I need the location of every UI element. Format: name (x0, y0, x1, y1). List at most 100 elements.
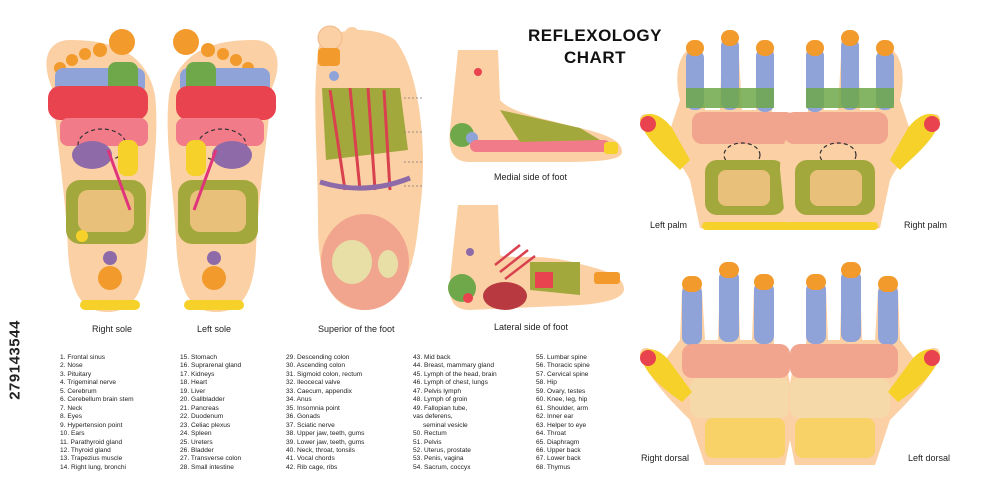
legend-item: 24. Spleen (180, 430, 212, 438)
left-sole-toe-4 (230, 54, 242, 66)
legend-item: 54. Sacrum, coccyx (413, 463, 471, 471)
legend-item: 28. Small intestine (180, 463, 234, 471)
legend-item: 23. Celiac plexus (180, 421, 231, 429)
right-sole-gonads (98, 266, 122, 290)
chart-title-line-2: CHART (564, 48, 626, 67)
right-dorsal-upper-back-band (682, 344, 790, 378)
legend-item: 36. Gonads (286, 413, 321, 421)
legend-item: 59. Ovary, testes (536, 387, 586, 395)
right-dorsal-fingertip-3 (754, 274, 774, 290)
caption-left-palm: Left palm (650, 220, 688, 230)
superior-foot-groin-band (319, 175, 411, 191)
legend-item: 29. Descending colon (286, 354, 350, 361)
legend-item: 13. Trapezius muscle (60, 455, 123, 463)
superior-foot-heel-inner-1 (332, 240, 372, 284)
superior-foot-toe-2 (344, 27, 360, 45)
right-dorsal-fingertip-2 (719, 262, 739, 278)
left-sole-insomnia-point (207, 251, 221, 265)
left-dorsal-thumb-tip (924, 350, 940, 366)
caption-left-dorsal: Left dorsal (908, 453, 951, 463)
superior-foot-lymph-line-2 (348, 87, 362, 191)
legend-item: 40. Neck, throat, tonsils (286, 446, 355, 454)
legend-column-2: 15. Stomach 16. Suprarenal gland 17. Kid… (180, 354, 241, 472)
legend-item: 61. Shoulder, arm (536, 404, 589, 412)
legend-item: 34. Anus (286, 396, 312, 404)
legend-item: 21. Pancreas (180, 404, 219, 412)
left-sole-toe-1 (173, 29, 199, 55)
superior-foot-toe-4 (376, 39, 388, 53)
right-dorsal-thumb-tip (640, 350, 656, 366)
legend-item: 67. Lower back (536, 455, 581, 463)
left-sole-gonads (202, 266, 226, 290)
right-sole-toe-1 (109, 29, 135, 55)
legend-item: 30. Ascending colon (286, 362, 346, 370)
superior-foot-jaw-zone (318, 48, 340, 66)
right-palm-fingertip-2 (841, 30, 859, 46)
legend-item: 18. Heart (180, 379, 208, 387)
left-dorsal-finger-2 (841, 270, 861, 342)
lateral-foot-toe-tip (594, 272, 620, 284)
lateral-foot-diagram (448, 205, 625, 310)
legend-item: 11. Parathyroid gland (60, 438, 123, 446)
right-dorsal-fingertip-1 (682, 276, 702, 292)
right-palm-fingertip-1 (876, 40, 894, 56)
superior-foot-vocal-chords (329, 71, 339, 81)
caption-right-sole: Right sole (92, 324, 133, 334)
legend-item: 46. Lymph of chest, lungs (413, 379, 488, 387)
right-sole-insomnia-point (103, 251, 117, 265)
right-palm-diagram (780, 30, 940, 230)
right-sole-toe-3 (79, 48, 91, 60)
legend-item: 3. Pituitary (60, 370, 92, 378)
legend-item: seminal vesicle (423, 421, 468, 429)
legend-item: 15. Stomach (180, 354, 218, 361)
left-palm-finger-green-band (686, 88, 774, 108)
legend-item: 4. Trigeminal nerve (60, 379, 117, 387)
lateral-foot-lymph-1 (494, 244, 521, 266)
legend-item: 65. Diaphragm (536, 438, 580, 446)
medial-foot-toe-tip (604, 142, 618, 154)
legend-column-5: 55. Lumbar spine 56. Thoracic spine 57. … (536, 354, 590, 472)
left-dorsal-lower-back-band (790, 378, 890, 418)
superior-foot-toe-1 (317, 25, 343, 51)
legend-item: 45. Lymph of the head, brain (413, 370, 497, 378)
legend-item: 7. Neck (60, 404, 83, 412)
left-sole-shoulder-band (176, 86, 276, 120)
legend-item: 26. Bladder (180, 446, 214, 454)
legend-item: 52. Uterus, prostate (413, 446, 471, 454)
right-sole-gallbladder-zone (118, 140, 138, 176)
caption-left-sole: Left sole (197, 324, 232, 334)
left-palm-wrist-band (702, 222, 794, 230)
right-dorsal-finger-2 (719, 270, 739, 342)
legend-item: 38. Upper jaw, teeth, gums (286, 430, 365, 438)
right-palm-intestine-zone (810, 170, 862, 206)
legend-item: 55. Lumbar spine (536, 354, 587, 361)
right-palm-finger-green-band (806, 88, 894, 108)
legend-item: 47. Pelvis lymph (413, 387, 462, 395)
right-palm-upper-band (784, 112, 888, 144)
lateral-foot-knee (483, 282, 527, 310)
left-sole-heart (212, 141, 252, 169)
right-sole-diagram (46, 29, 157, 313)
left-palm-thumb-tip (640, 116, 656, 132)
right-palm-thumb-tip (924, 116, 940, 132)
left-sole-ureter (192, 149, 218, 211)
legend-item: 6. Cerebellum brain stem (60, 396, 134, 404)
legend-column-1: 1. Frontal sinus 2. Nose 3. Pituitary 4.… (60, 354, 134, 472)
legend-item: 48. Lymph of groin (413, 396, 468, 404)
superior-foot-heel-inner-2 (378, 250, 398, 278)
left-palm-fingertip-2 (721, 30, 739, 46)
superior-foot-toe-3 (361, 32, 375, 48)
legend-item: 53. Penis, vagina (413, 455, 464, 463)
legend-item: 60. Knee, leg, hip (536, 396, 588, 404)
left-dorsal-spine-band (795, 418, 875, 458)
legend-item: 1. Frontal sinus (60, 354, 106, 361)
superior-foot-lymph-line-3 (366, 87, 377, 191)
right-sole-toe-4 (66, 54, 78, 66)
legend-item: 25. Ureters (180, 438, 213, 446)
medial-foot-ankle-dot (474, 68, 482, 76)
medial-foot-spine-band (470, 140, 610, 152)
caption-medial-foot: Medial side of foot (494, 172, 568, 182)
legend-item: 39. Lower jaw, teeth, gums (286, 438, 365, 446)
left-palm-intestine-zone (718, 170, 770, 206)
legend-item: 9. Hypertension point (60, 421, 123, 429)
